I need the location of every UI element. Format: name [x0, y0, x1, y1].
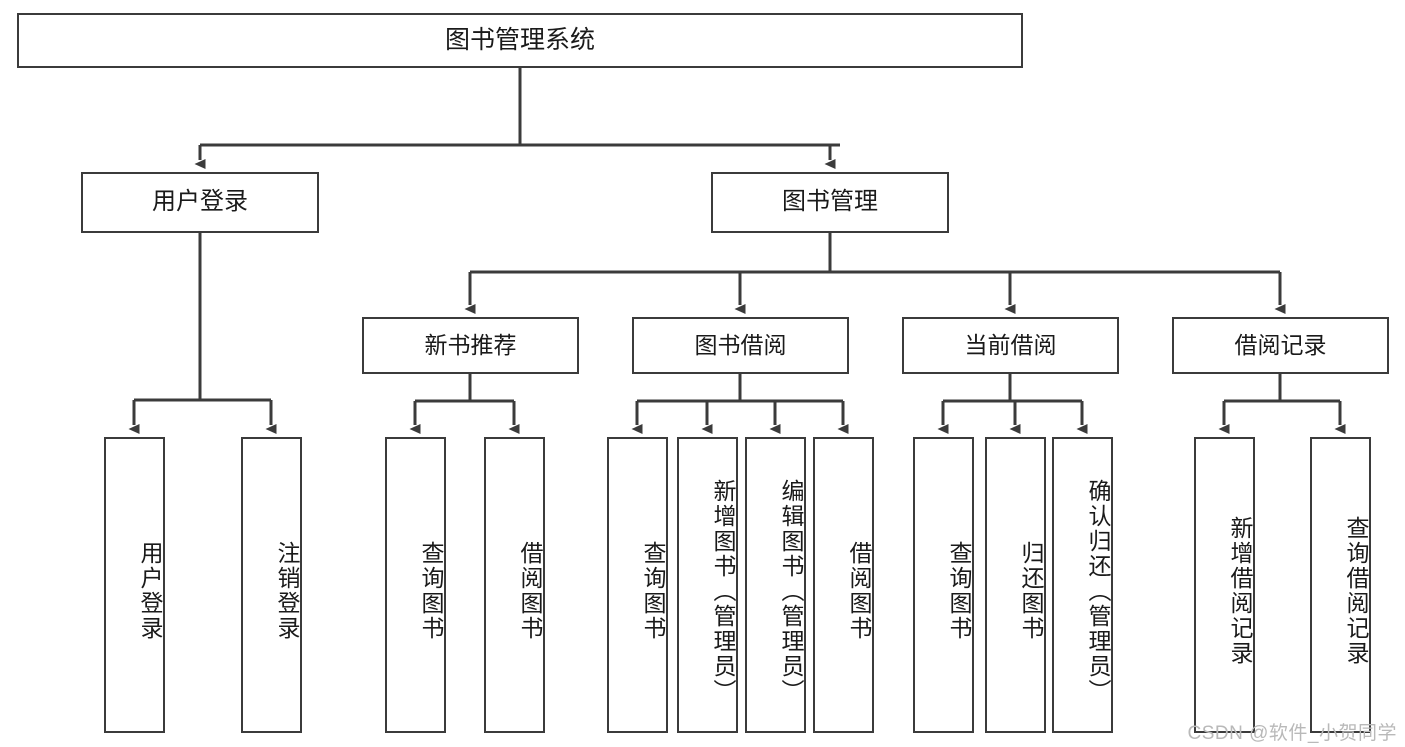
node-leaf-query-borrow-record[interactable]: 查询借阅记录 — [1310, 437, 1371, 733]
node-leaf-logout[interactable]: 注销登录 — [241, 437, 302, 733]
node-current-borrow-label: 当前借阅 — [964, 331, 1057, 358]
node-leaf-query-borrow-record-label: 查询借阅记录 — [1343, 516, 1369, 666]
node-borrow-records-label: 借阅记录 — [1234, 331, 1327, 358]
node-current-borrow[interactable]: 当前借阅 — [902, 317, 1119, 374]
node-leaf-query-book-rec[interactable]: 查询图书 — [385, 437, 446, 733]
node-leaf-add-borrow-record-label: 新增借阅记录 — [1227, 516, 1253, 666]
node-leaf-user-login-label: 用户登录 — [137, 541, 163, 641]
node-root[interactable]: 图书管理系统 — [17, 13, 1023, 68]
node-leaf-add-borrow-record[interactable]: 新增借阅记录 — [1194, 437, 1255, 733]
node-leaf-borrow-book-rec[interactable]: 借阅图书 — [484, 437, 545, 733]
node-book-borrow[interactable]: 图书借阅 — [632, 317, 849, 374]
node-leaf-edit-book-admin[interactable]: 编辑图书（管理员） — [745, 437, 806, 733]
node-borrow-records[interactable]: 借阅记录 — [1172, 317, 1389, 374]
node-book-manage-label: 图书管理 — [782, 188, 878, 216]
node-leaf-confirm-return-admin-label: 确认归还（管理员） — [1085, 478, 1111, 704]
node-leaf-query-book-current-label: 查询图书 — [946, 541, 972, 641]
node-leaf-borrow-book-rec-label: 借阅图书 — [517, 541, 543, 641]
node-leaf-query-book-borrow[interactable]: 查询图书 — [607, 437, 668, 733]
node-leaf-borrow-book-label: 借阅图书 — [846, 541, 872, 641]
node-new-book-recommend[interactable]: 新书推荐 — [362, 317, 579, 374]
node-leaf-borrow-book[interactable]: 借阅图书 — [813, 437, 874, 733]
node-new-book-recommend-label: 新书推荐 — [424, 331, 517, 358]
node-leaf-query-book-borrow-label: 查询图书 — [640, 541, 666, 641]
node-leaf-return-book-label: 归还图书 — [1018, 541, 1044, 641]
node-root-label: 图书管理系统 — [444, 25, 595, 54]
node-leaf-user-login[interactable]: 用户登录 — [104, 437, 165, 733]
node-leaf-query-book-current[interactable]: 查询图书 — [913, 437, 974, 733]
node-leaf-confirm-return-admin[interactable]: 确认归还（管理员） — [1052, 437, 1113, 733]
node-leaf-query-book-rec-label: 查询图书 — [418, 541, 444, 641]
node-user-login[interactable]: 用户登录 — [81, 172, 319, 233]
node-leaf-edit-book-admin-label: 编辑图书（管理员） — [778, 478, 804, 704]
node-leaf-logout-label: 注销登录 — [274, 541, 300, 641]
node-book-borrow-label: 图书借阅 — [694, 331, 787, 358]
node-book-manage[interactable]: 图书管理 — [711, 172, 949, 233]
node-user-login-label: 用户登录 — [152, 188, 248, 216]
node-leaf-return-book[interactable]: 归还图书 — [985, 437, 1046, 733]
watermark-text: CSDN @软件_小贺同学 — [1187, 723, 1397, 744]
node-leaf-add-book-admin[interactable]: 新增图书（管理员） — [677, 437, 738, 733]
node-leaf-add-book-admin-label: 新增图书（管理员） — [710, 478, 736, 704]
